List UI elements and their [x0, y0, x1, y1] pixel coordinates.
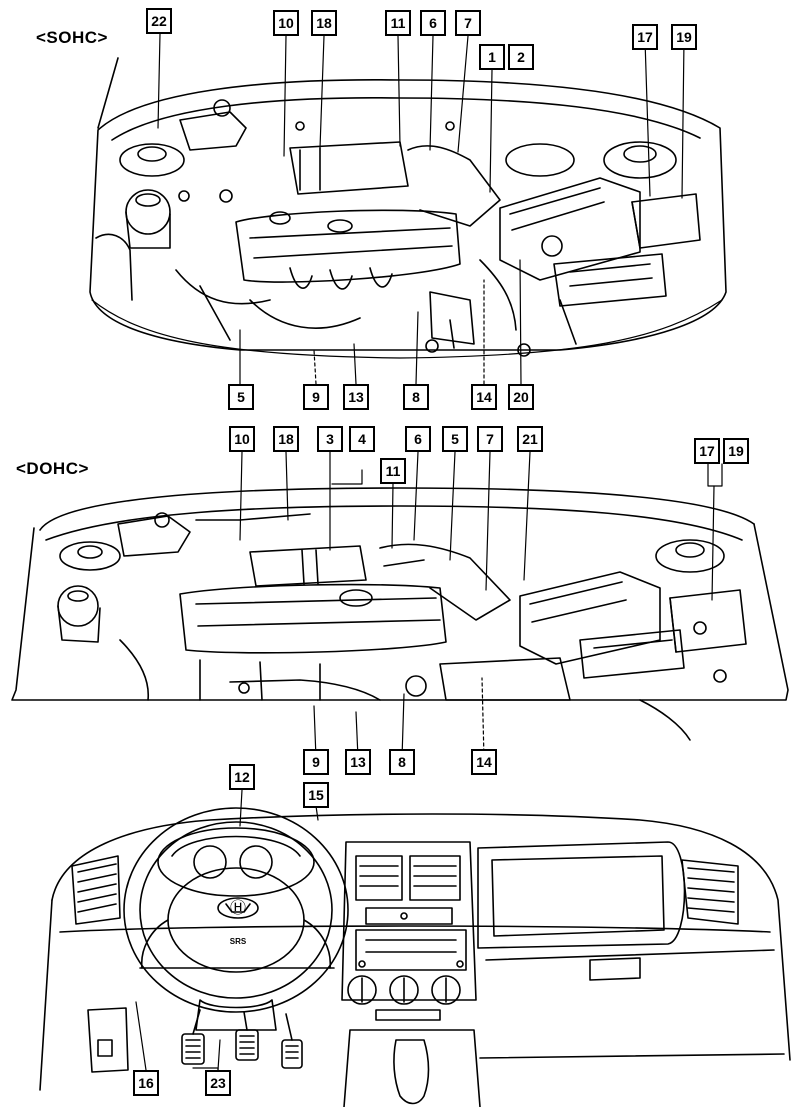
- sohc-callout-9: 9: [303, 384, 329, 410]
- sohc-callout-11: 11: [385, 10, 411, 36]
- sohc-callout-13: 13: [343, 384, 369, 410]
- sohc-callout-8: 8: [403, 384, 429, 410]
- dohc-callout-4: 4: [349, 426, 375, 452]
- interior-callout-12: 12: [229, 764, 255, 790]
- dohc-callout-17: 17: [694, 438, 720, 464]
- sohc-callout-7: 7: [455, 10, 481, 36]
- sohc-callout-2: 2: [508, 44, 534, 70]
- dohc-callout-11: 11: [380, 458, 406, 484]
- airbag-label: SRS: [230, 937, 247, 946]
- sohc-callout-6: 6: [420, 10, 446, 36]
- dohc-callout-6: 6: [405, 426, 431, 452]
- dohc-callout-10: 10: [229, 426, 255, 452]
- sohc-callout-10: 10: [273, 10, 299, 36]
- dohc-callout-7: 7: [477, 426, 503, 452]
- sohc-callout-1: 1: [479, 44, 505, 70]
- dohc-engine-bay: [11, 487, 789, 741]
- sohc-callout-19: 19: [671, 24, 697, 50]
- dohc-callout-19: 19: [723, 438, 749, 464]
- sohc-engine-bay: [89, 57, 727, 359]
- dohc-callout-13: 13: [345, 749, 371, 775]
- interior-dashboard: [39, 807, 791, 1107]
- interior-callout-15: 15: [303, 782, 329, 808]
- sohc-callout-5: 5: [228, 384, 254, 410]
- interior-leader-lines: [135, 789, 319, 1071]
- sohc-callout-17: 17: [632, 24, 658, 50]
- dohc-callout-3: 3: [317, 426, 343, 452]
- interior-callout-16: 16: [133, 1070, 159, 1096]
- dohc-callout-8: 8: [389, 749, 415, 775]
- dohc-callout-14: 14: [471, 749, 497, 775]
- dohc-title: <DOHC>: [16, 459, 89, 478]
- dohc-callout-18: 18: [273, 426, 299, 452]
- sohc-callout-22: 22: [146, 8, 172, 34]
- sohc-title: <SOHC>: [36, 28, 108, 47]
- dohc-callout-5: 5: [442, 426, 468, 452]
- dohc-callout-9: 9: [303, 749, 329, 775]
- sohc-callout-14: 14: [471, 384, 497, 410]
- sohc-callout-20: 20: [508, 384, 534, 410]
- sohc-leader-lines: [157, 33, 685, 385]
- steering-badge: Ⓗ: [230, 898, 246, 917]
- sohc-callout-18: 18: [311, 10, 337, 36]
- dohc-callout-21: 21: [517, 426, 543, 452]
- interior-callout-23: 23: [205, 1070, 231, 1096]
